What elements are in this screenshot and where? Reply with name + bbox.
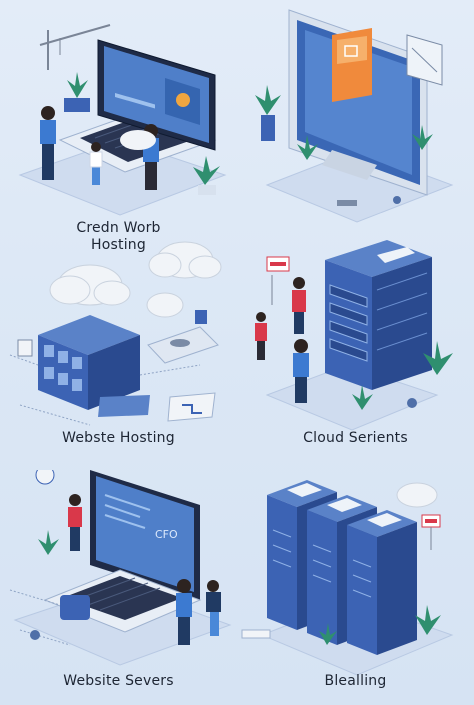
- caption-bottom-right: Blealling: [324, 673, 387, 689]
- server-rack-illustration: [255, 240, 453, 431]
- laptop-workspace-illustration: [18, 24, 227, 216]
- panel-monitor: [237, 0, 474, 235]
- panel-website-hosting: Webste Hosting: [0, 235, 237, 470]
- laptop-screen-text: CFO: [155, 528, 178, 541]
- server-racks-illustration: [241, 480, 454, 676]
- panel-credit-worb-hosting: Credn Worb Hosting: [0, 0, 237, 253]
- caption-bottom-left: Website Severs: [63, 673, 174, 689]
- caption-top-left: Credn Worb Hosting: [0, 220, 237, 254]
- caption-middle-left: Webste Hosting: [62, 430, 175, 446]
- caption-top-left-line1: Credn Worb: [76, 220, 161, 236]
- panel-website-severs: CFO Website Severs: [0, 470, 237, 705]
- monitor-illustration: [255, 9, 454, 223]
- caption-middle-right: Cloud Serients: [303, 430, 408, 446]
- caption-top-left-line2: Hosting: [91, 237, 146, 253]
- laptop-team-illustration: CFO: [9, 470, 232, 666]
- panel-blealling: Blealling: [237, 470, 474, 705]
- cloud-servers-illustration: [9, 241, 222, 426]
- panel-cloud-serients: Cloud Serients: [237, 235, 474, 470]
